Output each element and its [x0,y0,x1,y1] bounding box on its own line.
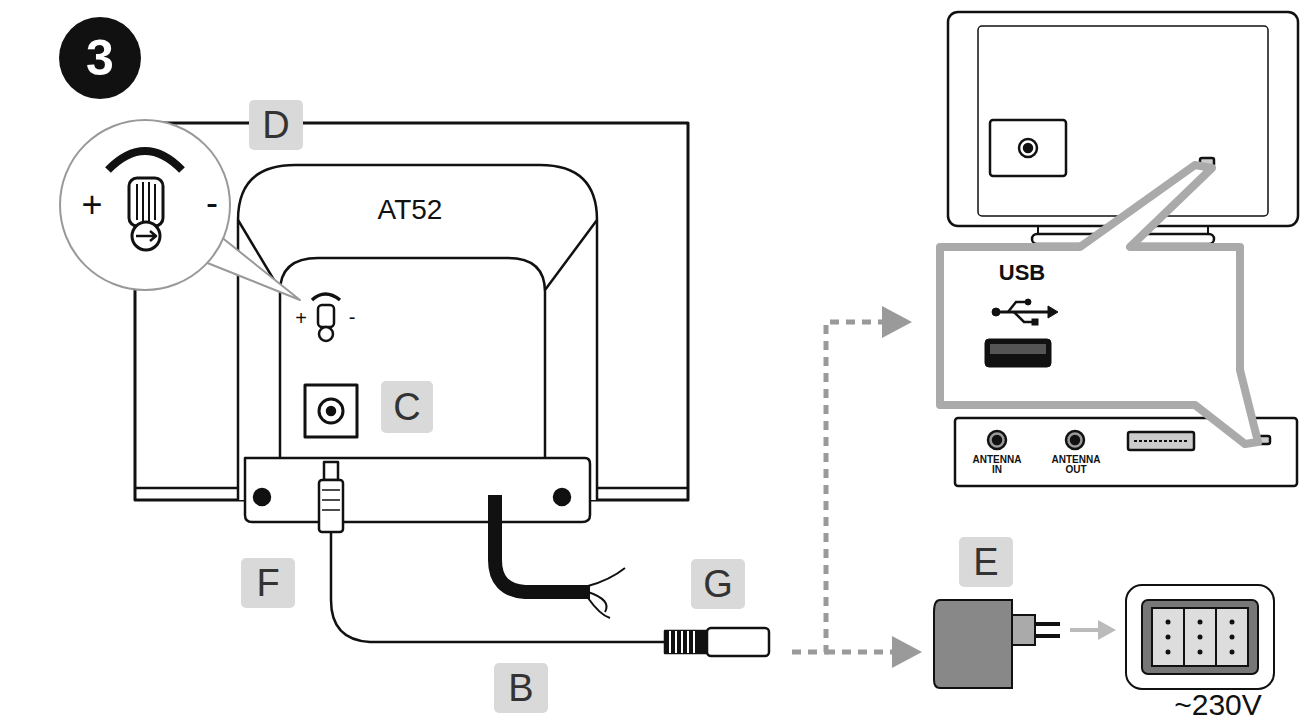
part-letter: D [249,100,303,150]
part-letter-text: D [262,104,289,147]
port-name: ANTENNA IN [969,455,1025,476]
part-letter-text: C [393,386,420,429]
part-letter: G [691,559,745,609]
voltage-label: ~230V [1174,689,1262,721]
model-name: AT52 [378,195,443,224]
step-number: 3 [59,17,141,99]
part-letter: E [959,537,1013,587]
part-letter: F [241,558,295,608]
port-name: USB [999,261,1045,284]
part-letter-text: E [973,541,998,584]
part-letter-text: F [256,562,279,605]
part-letter-text: G [703,563,733,606]
port-name: ANTENNA OUT [1048,455,1104,476]
part-letter: C [381,381,433,433]
minus-sign: - [206,184,218,222]
step-number-text: 3 [86,29,114,87]
plus-sign: + [81,186,102,224]
part-letter-text: B [508,667,533,710]
part-letter: B [494,663,548,713]
minus-sign: - [349,307,356,328]
plus-sign: + [295,308,307,329]
